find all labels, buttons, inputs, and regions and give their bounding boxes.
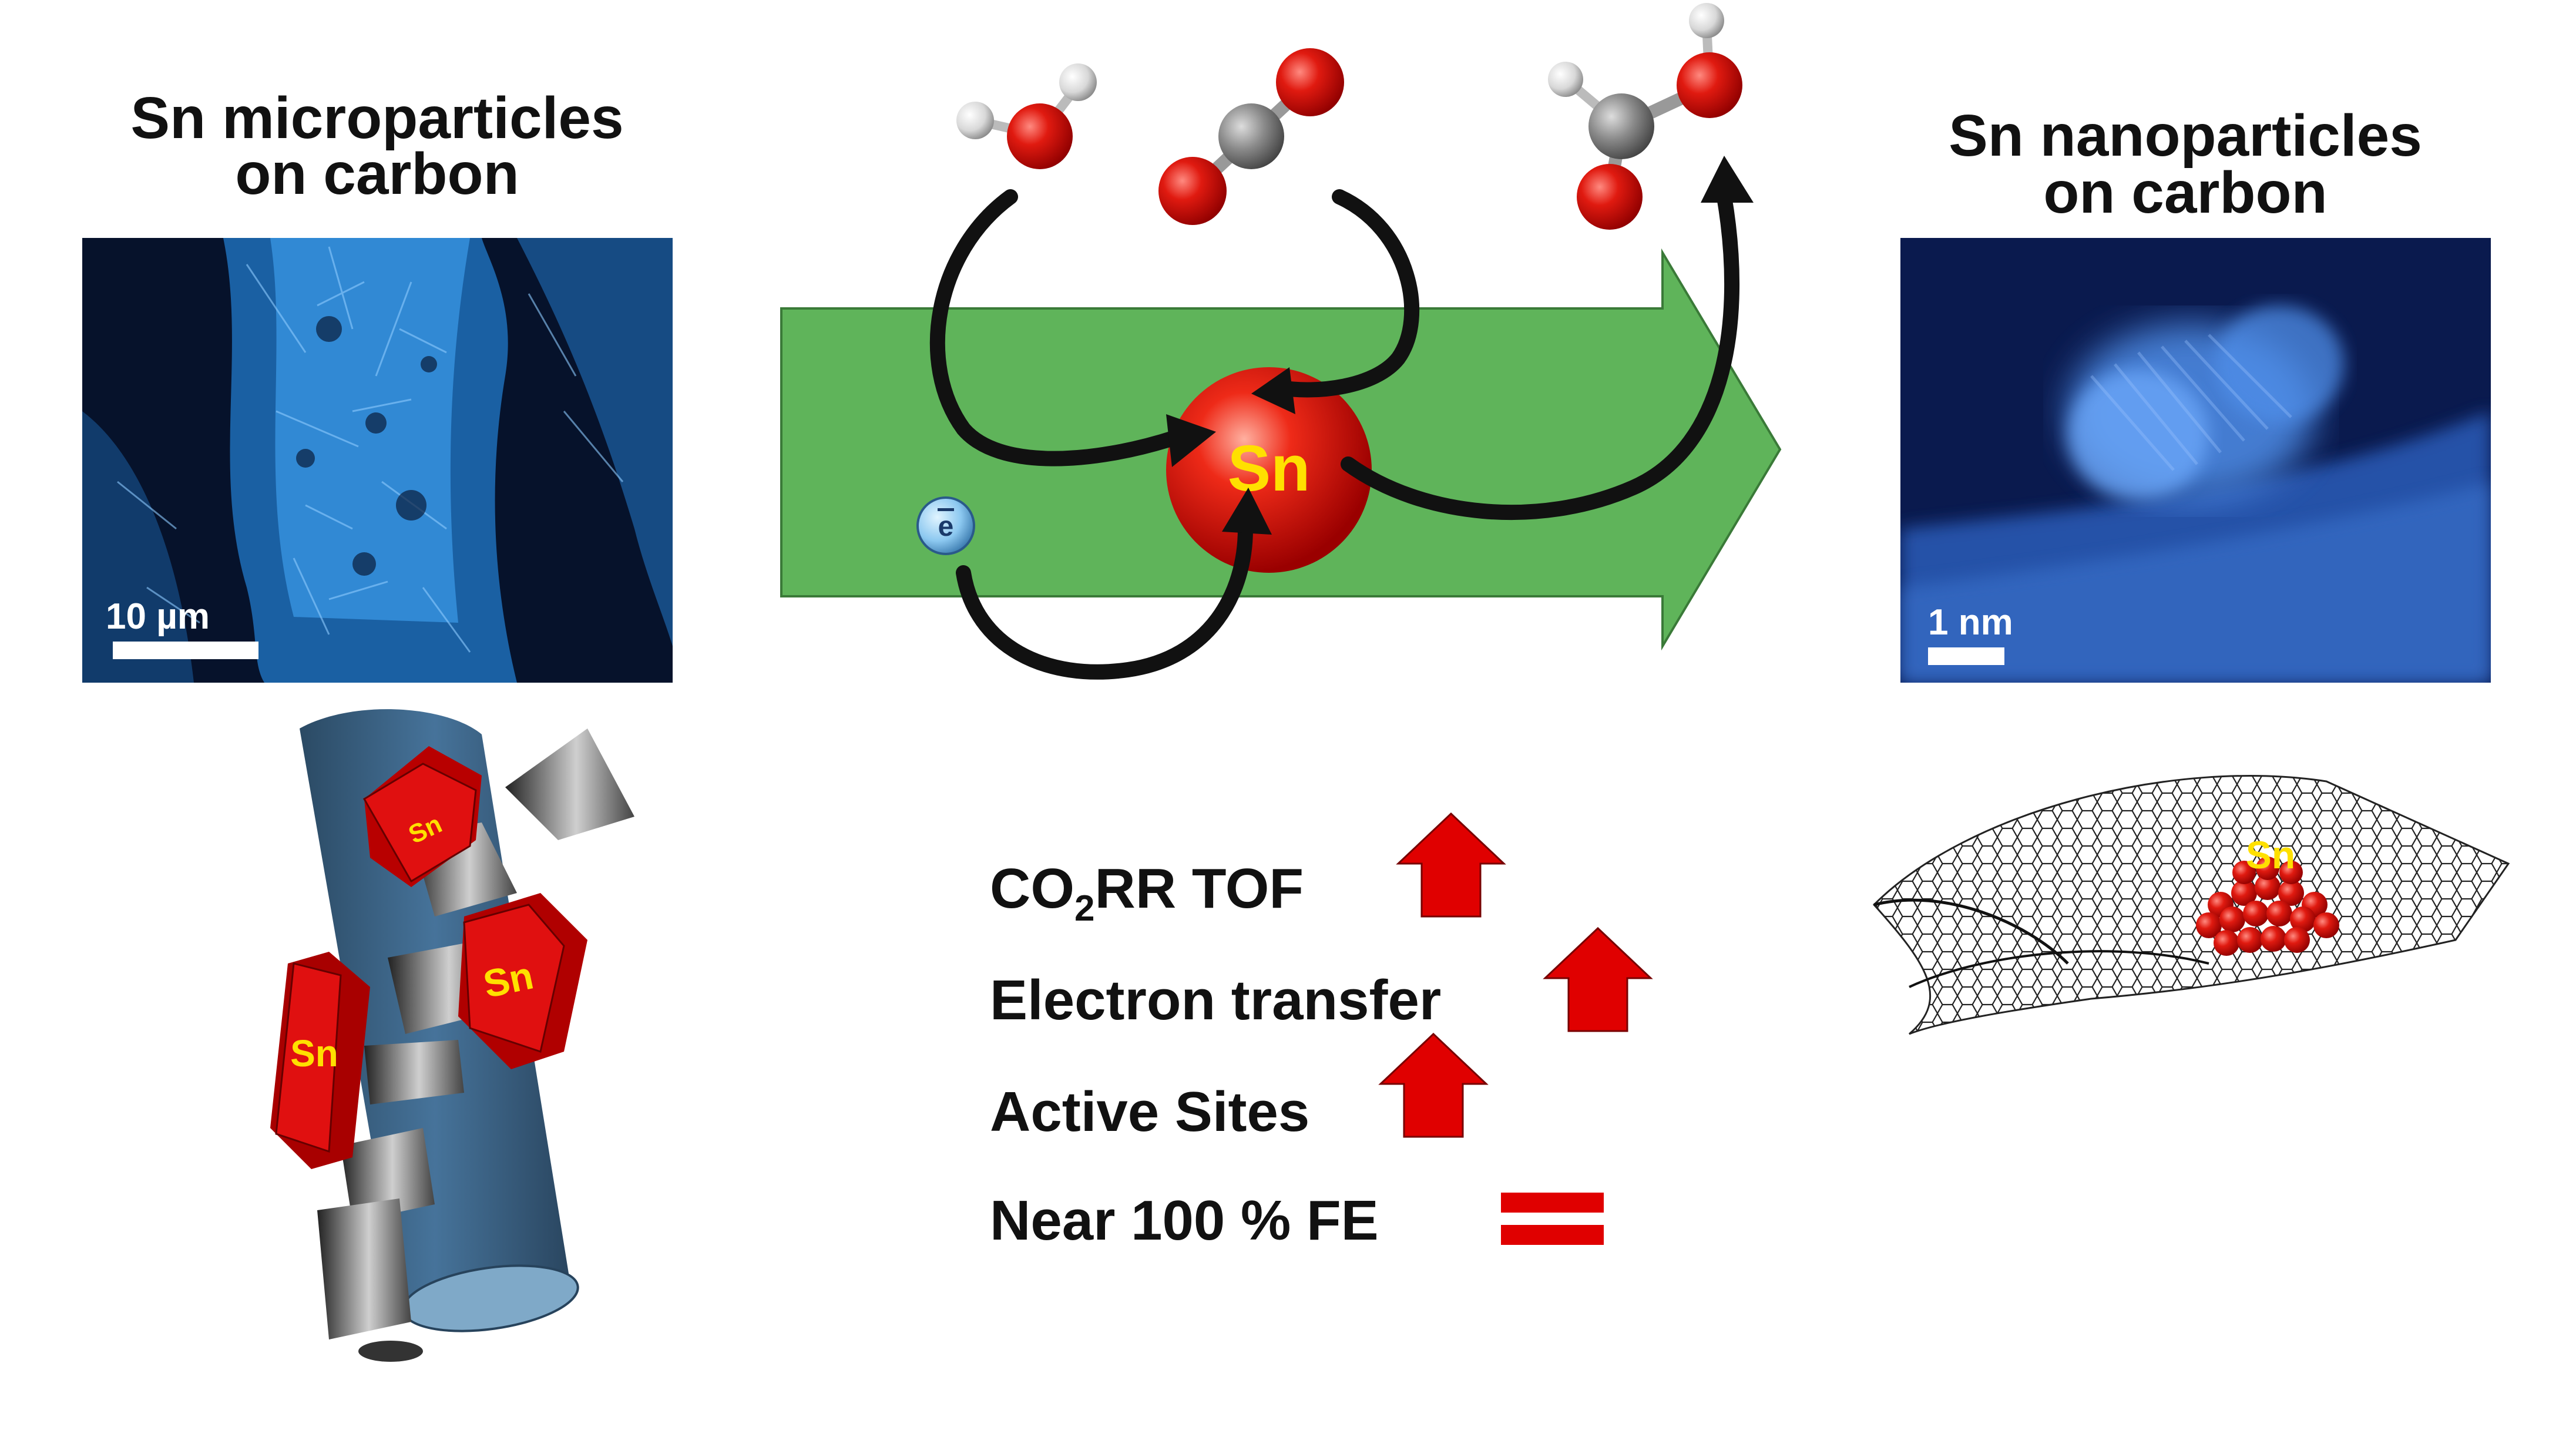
co2rr-tof-label: CO2RR TOF <box>990 857 1304 929</box>
micro-particle-3-label: Sn <box>290 1032 338 1075</box>
sem-micrograph: 10 µm <box>82 238 673 683</box>
micro-particle-2-label: Sn <box>479 953 537 1006</box>
tof-up-arrow <box>1396 812 1506 918</box>
electron-ball <box>916 496 975 555</box>
equal-sign-top <box>1501 1193 1604 1213</box>
right-title-line1: Sn nanoparticles <box>1949 103 2422 169</box>
water-arrow <box>930 189 1183 466</box>
right-panel: Sn nanoparticles on carbon 1 nm <box>1872 103 2510 1035</box>
nano-cluster-label: Sn <box>2246 833 2295 877</box>
equal-sign-bottom <box>1501 1225 1604 1245</box>
electron-label: e <box>938 511 954 542</box>
left-title-line1: Sn microparticles <box>130 85 623 151</box>
tem-scale-bar <box>1928 647 2004 665</box>
catalyst-label: Sn <box>1228 432 1311 505</box>
active-sites-up-arrow <box>1378 1032 1489 1138</box>
tem-scale-label: 1 nm <box>1928 602 2013 643</box>
sem-scale-bar <box>113 642 258 659</box>
water-molecule <box>956 63 1097 169</box>
electron-arrow <box>956 521 1253 680</box>
sn-catalyst-ball <box>1166 367 1372 573</box>
active-sites-label: Active Sites <box>990 1080 1309 1143</box>
tem-micrograph: 1 nm <box>1900 238 2491 683</box>
right-title-line2: on carbon <box>2043 160 2327 226</box>
sem-scale-label: 10 µm <box>106 596 210 637</box>
electron-transfer-label: Electron transfer <box>990 969 1441 1032</box>
co2-arrow <box>1273 189 1420 398</box>
product-arrow <box>1341 189 1740 521</box>
left-panel: Sn microparticles on carbon 10 µm <box>82 85 673 1362</box>
left-title-line2: on carbon <box>235 141 519 207</box>
micro-illustration: Sn Sn Sn <box>270 709 634 1362</box>
nano-illustration: Sn <box>1872 775 2510 1035</box>
electron-transfer-up-arrow <box>1543 926 1653 1032</box>
formic-acid-molecule <box>1548 3 1742 230</box>
nano-cluster: Sn <box>2196 833 2339 956</box>
near-fe-label: Near 100 % FE <box>990 1189 1379 1252</box>
comparison-list: CO2RR TOF Electron transfer Active Sites… <box>990 812 1653 1252</box>
co2-molecule <box>1158 48 1344 225</box>
center-scheme: Sn e <box>780 3 1782 680</box>
